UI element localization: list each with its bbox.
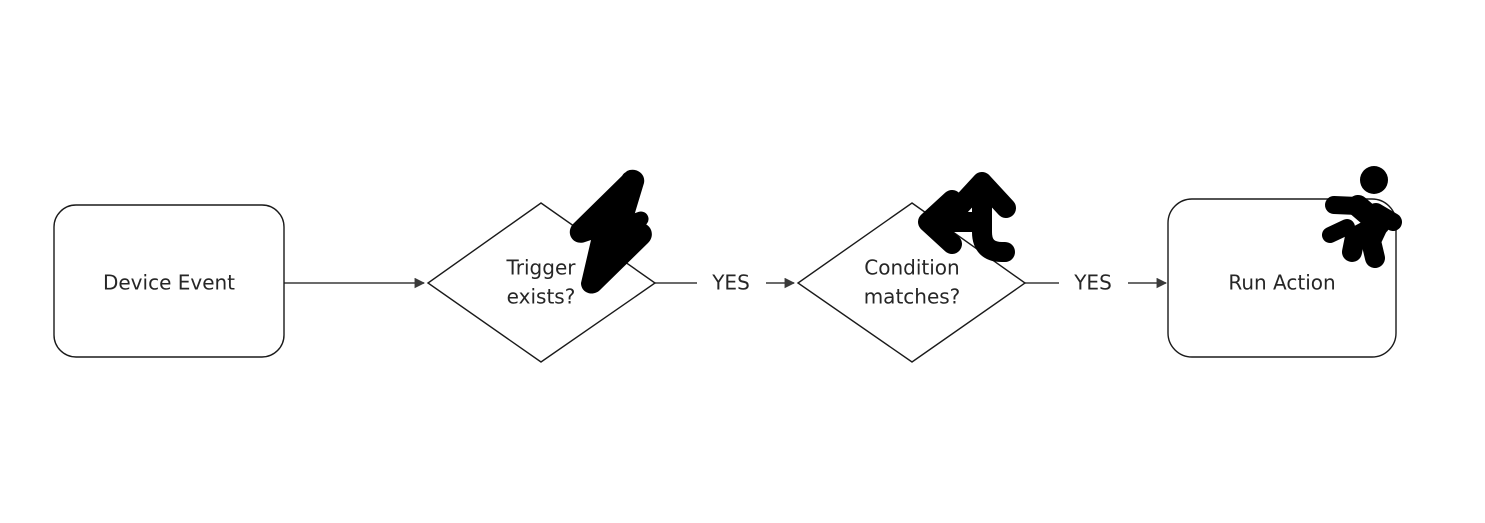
trigger-exists-label-line2: exists?	[507, 285, 576, 309]
device-event-label: Device Event	[103, 271, 235, 295]
device-event-shape[interactable]	[53, 204, 285, 358]
branch-arrow-left-head	[918, 190, 962, 254]
branch-arrow-up-head	[948, 172, 1016, 218]
node-condition-matches[interactable]: Condition matches?	[796, 202, 1027, 363]
trigger-exists-label-line1: Trigger	[506, 256, 577, 280]
runner-trailing-foot	[1322, 219, 1355, 243]
node-trigger-exists[interactable]: Trigger exists?	[426, 202, 657, 363]
runner-head	[1360, 166, 1388, 194]
runner-back-arm	[1325, 196, 1367, 215]
edge-2-label: YES	[711, 271, 750, 295]
lightning-bolt-icon	[569, 169, 652, 294]
branch-arrow-icon	[918, 172, 1016, 262]
edge-3-label: YES	[1073, 271, 1112, 295]
runner-rear-leg	[1342, 218, 1382, 262]
node-device-event[interactable]: Device Event	[53, 204, 285, 358]
lightning-bolt-stroke	[589, 171, 649, 287]
condition-matches-label-line2: matches?	[864, 285, 961, 309]
branch-arrow-stem-up	[972, 178, 1015, 262]
running-person-icon	[1322, 166, 1402, 268]
run-action-label: Run Action	[1228, 271, 1335, 295]
condition-matches-label-line1: Condition	[864, 256, 959, 280]
edge-condition-to-run-action: YES	[1025, 271, 1168, 295]
edge-trigger-to-condition: YES	[655, 271, 796, 295]
